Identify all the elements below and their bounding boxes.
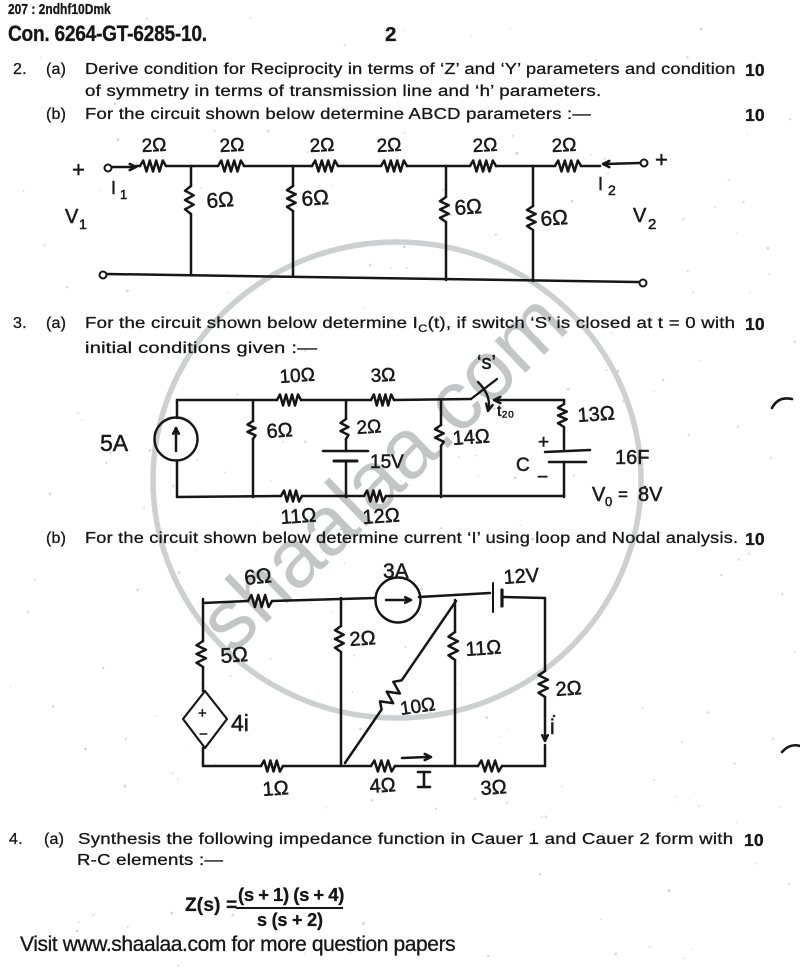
svg-text:2: 2 xyxy=(608,182,616,198)
svg-text:6Ω: 6Ω xyxy=(206,188,235,213)
svg-text:6Ω: 6Ω xyxy=(301,186,330,211)
svg-text:+: + xyxy=(538,432,549,453)
svg-text:13Ω: 13Ω xyxy=(577,402,616,427)
svg-text:5A: 5A xyxy=(100,430,129,456)
svg-text:−: − xyxy=(537,467,548,488)
svg-text:3A: 3A xyxy=(383,560,409,583)
svg-text:2Ω: 2Ω xyxy=(349,627,377,651)
svg-text:11Ω: 11Ω xyxy=(280,505,317,529)
svg-text:2Ω: 2Ω xyxy=(141,135,167,157)
svg-text:6Ω: 6Ω xyxy=(243,564,273,590)
svg-text:1: 1 xyxy=(79,216,87,232)
svg-text:2Ω: 2Ω xyxy=(356,416,382,439)
svg-text:+: + xyxy=(655,147,668,172)
svg-text:i: i xyxy=(550,716,555,739)
svg-text:3Ω: 3Ω xyxy=(480,776,508,800)
svg-text:V: V xyxy=(633,205,647,227)
svg-text:4i: 4i xyxy=(231,710,249,736)
svg-text:14Ω: 14Ω xyxy=(452,425,491,450)
svg-text:2Ω: 2Ω xyxy=(376,135,402,157)
svg-text:t₂₀: t₂₀ xyxy=(497,403,514,420)
svg-text:6Ω: 6Ω xyxy=(266,419,294,443)
svg-text:0: 0 xyxy=(605,494,612,509)
svg-text:2Ω: 2Ω xyxy=(309,135,335,157)
svg-text:2Ω: 2Ω xyxy=(472,135,498,157)
svg-text:1Ω: 1Ω xyxy=(262,777,290,801)
svg-text:I: I xyxy=(111,178,116,198)
svg-text:V: V xyxy=(592,484,606,506)
svg-text:+: + xyxy=(72,157,85,182)
svg-text:=: = xyxy=(618,485,628,504)
svg-text:12V: 12V xyxy=(503,565,541,589)
svg-text:V: V xyxy=(65,206,79,228)
svg-text:−: − xyxy=(199,726,208,743)
svg-text:10Ω: 10Ω xyxy=(279,365,316,388)
svg-text:2: 2 xyxy=(648,216,656,233)
svg-text:C: C xyxy=(516,455,530,476)
svg-text:3Ω: 3Ω xyxy=(370,365,396,387)
svg-text:16F: 16F xyxy=(615,447,649,469)
svg-text:1: 1 xyxy=(120,187,127,202)
svg-text:6Ω: 6Ω xyxy=(540,206,569,231)
svg-text:11Ω: 11Ω xyxy=(465,637,502,661)
svg-text:5Ω: 5Ω xyxy=(220,643,249,668)
svg-text:2Ω: 2Ω xyxy=(555,677,583,701)
svg-text:10Ω: 10Ω xyxy=(399,694,437,720)
svg-text:6Ω: 6Ω xyxy=(454,195,483,220)
svg-text:15V: 15V xyxy=(370,452,404,473)
svg-text:2Ω: 2Ω xyxy=(551,135,577,157)
svg-text:12Ω: 12Ω xyxy=(362,504,401,529)
svg-text:2Ω: 2Ω xyxy=(219,135,245,157)
svg-text:I: I xyxy=(598,174,603,194)
svg-text:+: + xyxy=(198,705,207,722)
svg-text:‘s’: ‘s’ xyxy=(477,352,496,374)
svg-text:8V: 8V xyxy=(638,484,663,506)
svg-text:4Ω: 4Ω xyxy=(369,774,397,798)
